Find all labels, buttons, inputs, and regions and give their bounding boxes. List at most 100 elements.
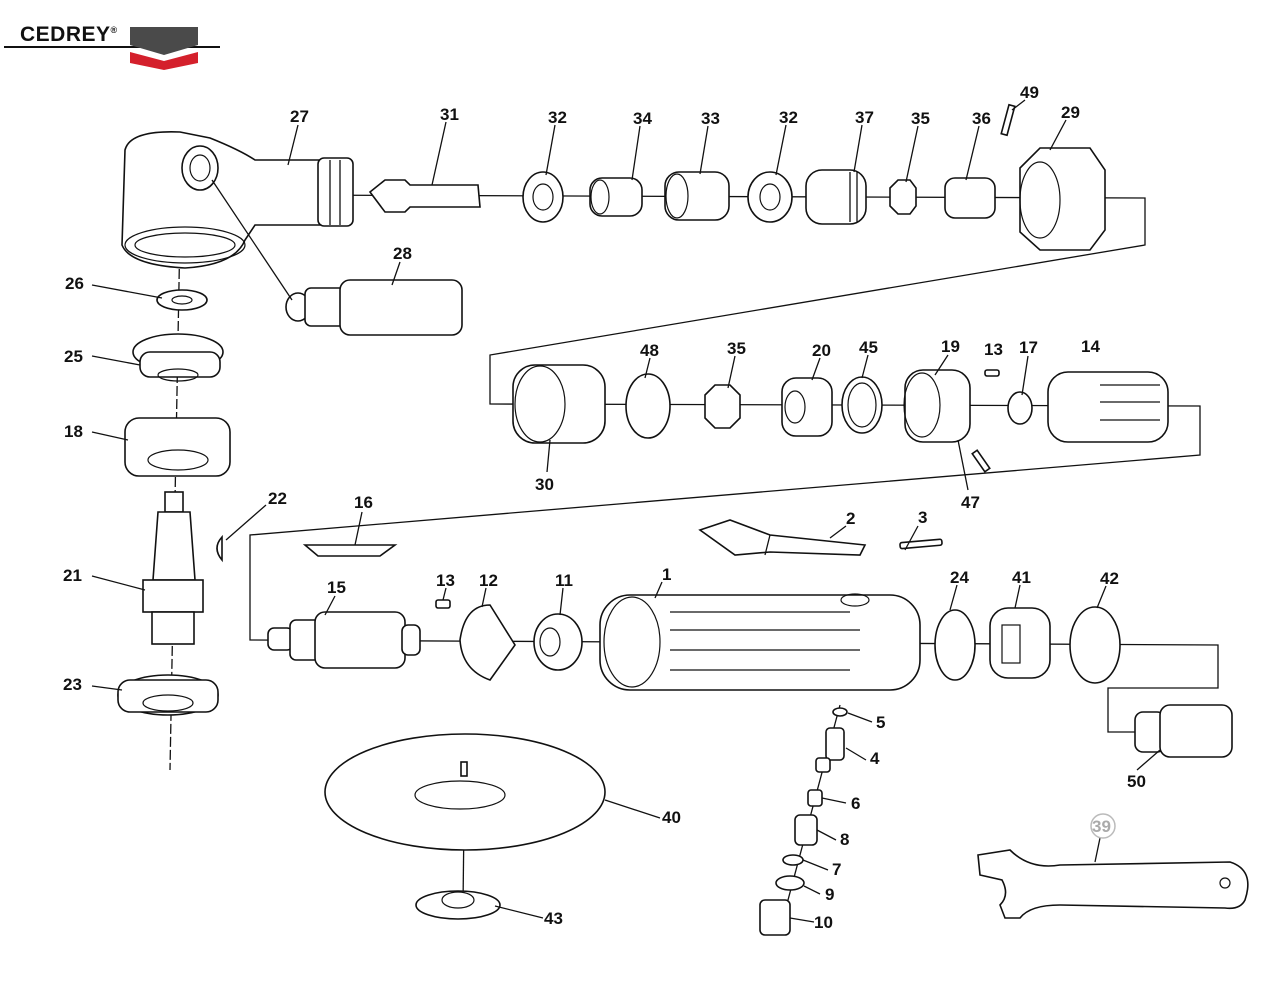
part-16-blades — [302, 544, 398, 557]
part-35-hex-nut — [889, 179, 917, 215]
valve-parts-4-10 — [759, 707, 848, 936]
label-3: 3 — [918, 508, 927, 527]
label-48: 48 — [640, 341, 659, 360]
label-31: 31 — [440, 105, 459, 124]
label-39-circle — [1090, 813, 1116, 839]
label-8: 8 — [840, 830, 849, 849]
part-21-spindle-shaft — [142, 491, 204, 645]
label-21: 21 — [63, 566, 82, 585]
label-11: 11 — [555, 571, 573, 590]
part-13-key — [435, 599, 451, 609]
part-32-bearing-2 — [747, 171, 793, 223]
brand-text: CEDREY — [20, 23, 111, 46]
label-49: 49 — [1020, 83, 1039, 102]
part-15-rotor — [267, 611, 421, 669]
part-31-spindle — [368, 179, 481, 213]
cedrey-logo: CEDREY® — [0, 15, 230, 75]
label-7: 7 — [832, 860, 841, 879]
part-34-sleeve — [589, 177, 643, 217]
label-30: 30 — [535, 475, 554, 494]
part-45-ring — [841, 376, 883, 434]
label-28: 28 — [393, 244, 412, 263]
part-33-sleeve — [664, 171, 730, 221]
part-40-grinding-disc — [324, 733, 606, 851]
label-36: 36 — [972, 109, 991, 128]
label-5: 5 — [876, 713, 885, 732]
part-32-bearing — [522, 171, 564, 223]
label-24: 24 — [950, 568, 969, 587]
label-2: 2 — [846, 509, 855, 528]
label-34: 34 — [633, 109, 652, 128]
part-number-labels: 27 31 32 34 33 32 37 35 36 49 29 28 26 2… — [63, 83, 1146, 932]
part-24-o-ring — [934, 609, 976, 681]
label-10: 10 — [814, 913, 833, 932]
label-13-b: 13 — [436, 571, 455, 590]
label-16: 16 — [354, 493, 373, 512]
label-35-b: 35 — [727, 339, 746, 358]
label-25: 25 — [64, 347, 83, 366]
part-14-muffler — [1047, 371, 1169, 443]
part-50-air-inlet — [1134, 704, 1233, 758]
part-28-side-handle — [211, 179, 463, 336]
part-27-angle-head — [121, 131, 354, 269]
label-14: 14 — [1081, 337, 1100, 356]
brand-chevron-icon — [4, 27, 220, 70]
label-17: 17 — [1019, 338, 1038, 357]
part-35-hex-nut-2 — [704, 384, 741, 429]
label-6: 6 — [851, 794, 860, 813]
part-20-bearing — [781, 377, 833, 437]
label-19: 19 — [941, 337, 960, 356]
label-32: 32 — [548, 108, 567, 127]
label-35: 35 — [911, 109, 930, 128]
leader-lines — [91, 99, 1161, 923]
part-22-key — [216, 534, 223, 563]
label-40: 40 — [662, 808, 681, 827]
part-2-throttle-lever — [698, 519, 867, 556]
label-39: 39 — [1092, 817, 1111, 836]
label-22: 22 — [268, 489, 287, 508]
label-50: 50 — [1127, 772, 1146, 791]
part-30-adapter — [512, 364, 606, 444]
label-43: 43 — [544, 909, 563, 928]
part-42-gasket — [1069, 606, 1121, 684]
label-23: 23 — [63, 675, 82, 694]
label-15: 15 — [327, 578, 346, 597]
part-49-pin — [1000, 103, 1016, 137]
label-41: 41 — [1012, 568, 1031, 587]
label-45: 45 — [859, 338, 878, 357]
part-3-pin — [899, 538, 943, 550]
label-47: 47 — [961, 493, 980, 512]
part-29-locknut — [1019, 147, 1106, 251]
part-37-nut — [805, 169, 867, 225]
label-12: 12 — [479, 571, 498, 590]
label-13: 13 — [984, 340, 1003, 359]
part-48-o-ring — [625, 373, 671, 439]
label-20: 20 — [812, 341, 831, 360]
part-11-bearing — [533, 613, 583, 671]
label-4: 4 — [870, 749, 880, 768]
part-1-motor-housing — [599, 593, 921, 691]
part-19-end-plate — [903, 369, 971, 443]
part-41-end-cap — [989, 607, 1051, 679]
label-37: 37 — [855, 108, 874, 127]
label-18: 18 — [64, 422, 83, 441]
part-39-wrench — [977, 849, 1249, 919]
label-32-b: 32 — [779, 108, 798, 127]
part-17-washer — [1007, 391, 1033, 425]
part-18-housing-ring — [124, 417, 231, 477]
brand-name: CEDREY® — [20, 23, 118, 47]
part-25-bevel-gear — [132, 333, 224, 382]
registered-mark: ® — [110, 25, 118, 35]
part-26-washer — [156, 289, 208, 311]
part-47-pin — [971, 449, 991, 473]
label-9: 9 — [825, 885, 834, 904]
part-13-pin — [984, 369, 1000, 377]
label-33: 33 — [701, 109, 720, 128]
part-12-front-plate — [459, 604, 516, 681]
label-27: 27 — [290, 107, 309, 126]
part-36-collet — [944, 177, 996, 219]
part-43-flange-nut — [415, 890, 501, 920]
part-23-flange — [117, 674, 219, 716]
label-42: 42 — [1100, 569, 1119, 588]
